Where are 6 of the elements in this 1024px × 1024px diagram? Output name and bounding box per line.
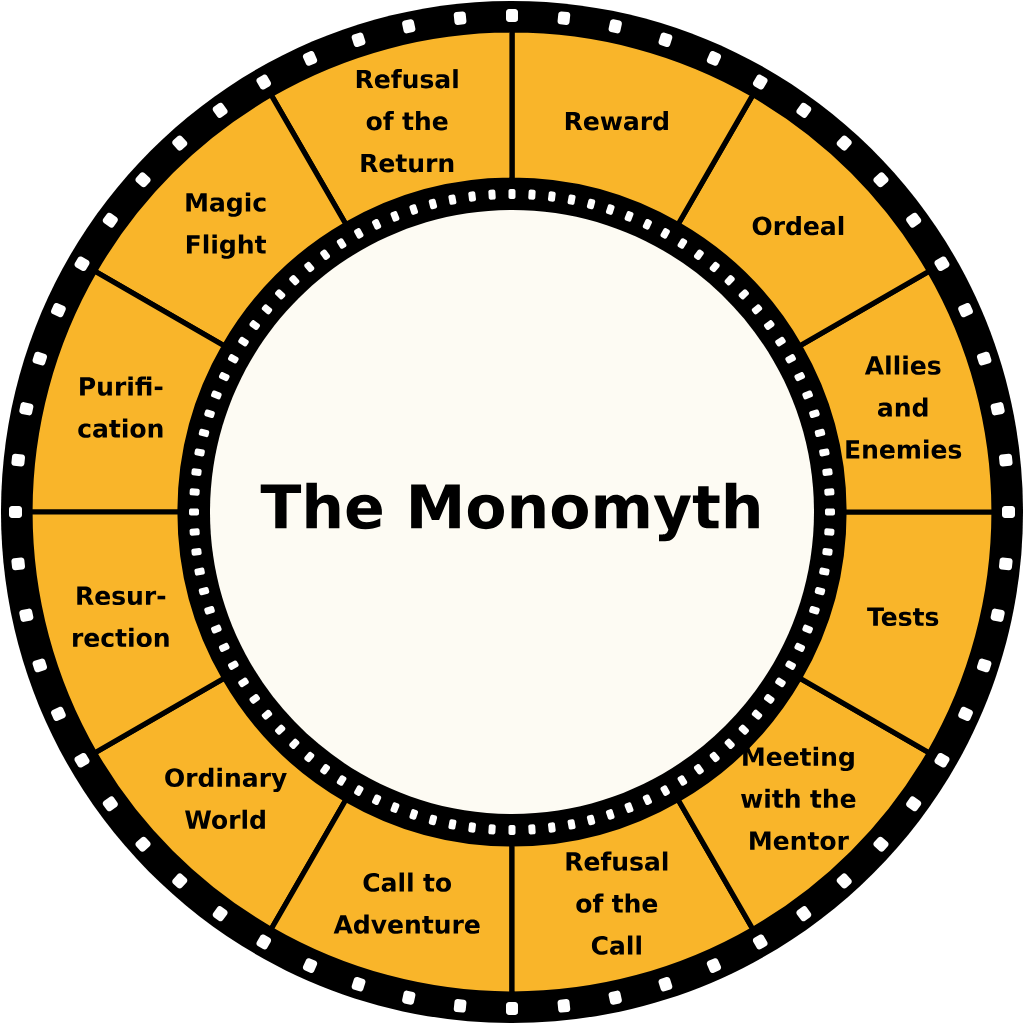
story-stage-segment: Resur- rection [27, 509, 228, 756]
story-stage-segment: Call to Adventure [268, 796, 515, 997]
story-stage-segment: Refusal of the Return [268, 27, 515, 228]
node-label: Call to Adventure [333, 872, 480, 934]
story-stage-segment: Purifi- cation [27, 268, 228, 515]
node-label: Refusal of the Call [566, 851, 668, 955]
